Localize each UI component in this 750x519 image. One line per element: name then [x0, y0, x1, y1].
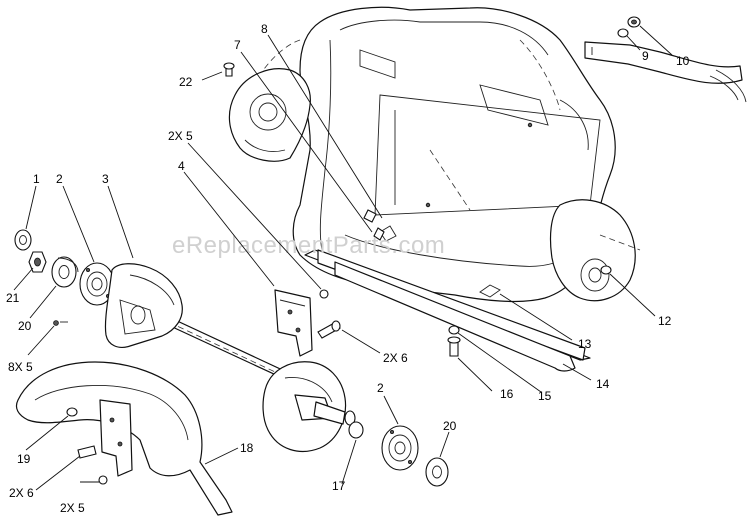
leader-lines: [13, 25, 673, 491]
callout-10: 10: [676, 54, 690, 68]
callout-2x5-upper: 2X 5: [168, 129, 193, 143]
callout-2x6-lower: 2X 6: [9, 486, 34, 500]
bearing-bracket: [274, 289, 341, 357]
callout-19: 19: [17, 452, 31, 466]
callout-20-left: 20: [18, 319, 32, 333]
scraper-bar: [304, 225, 591, 372]
callout-2-lower: 2: [377, 381, 384, 395]
callout-16: 16: [500, 387, 514, 401]
callout-labels: 1 2 3 4 2X 5 7 8 22 9 10 21 20 8X 5 2X 6…: [6, 22, 690, 515]
callout-1: 1: [33, 172, 40, 186]
callout-7: 7: [234, 38, 241, 52]
callout-4: 4: [178, 159, 185, 173]
callout-17: 17: [332, 479, 346, 493]
callout-2: 2: [56, 172, 63, 186]
callout-9: 9: [642, 49, 649, 63]
callout-8: 8: [261, 22, 268, 36]
callout-15: 15: [538, 389, 552, 403]
callout-12: 12: [658, 314, 672, 328]
callout-8x5: 8X 5: [8, 360, 33, 374]
lower-shield: [15, 361, 233, 516]
auger-housing: [228, 6, 641, 303]
callout-2x6-center: 2X 6: [383, 351, 408, 365]
callout-22: 22: [179, 75, 193, 89]
callout-13: 13: [578, 337, 592, 351]
left-bearing-parts: [14, 229, 183, 348]
right-side-plate: [262, 361, 449, 487]
watermark-text: eReplacementParts.com: [172, 232, 445, 259]
callout-3: 3: [102, 172, 109, 186]
handle-bar: [584, 16, 747, 103]
callout-14: 14: [596, 377, 610, 391]
callout-21: 21: [6, 291, 20, 305]
callout-20-right: 20: [443, 419, 457, 433]
misc-hardware: [223, 62, 612, 357]
callout-18: 18: [240, 441, 254, 455]
callout-2x5-lower: 2X 5: [60, 501, 85, 515]
